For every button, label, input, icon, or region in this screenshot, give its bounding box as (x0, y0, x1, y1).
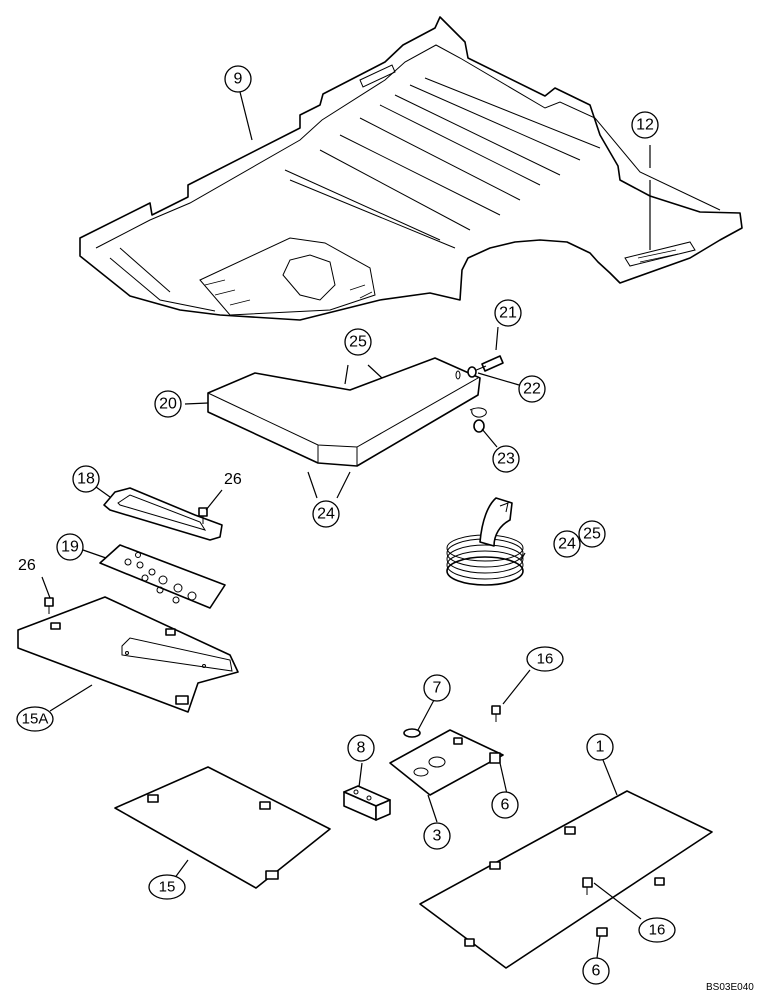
svg-text:9: 9 (234, 71, 243, 88)
callout-15a: 15A (16, 706, 54, 732)
callout-6-lower: 6 (582, 957, 610, 985)
screw-upper (198, 507, 208, 524)
svg-text:21: 21 (499, 305, 517, 322)
callout-21: 21 (494, 299, 522, 327)
callout-20: 20 (154, 390, 182, 418)
svg-text:23: 23 (497, 451, 515, 468)
floor-plate-15 (114, 766, 331, 889)
svg-text:18: 18 (77, 471, 95, 488)
cab-floor-plate (79, 16, 743, 321)
callout-18: 18 (72, 465, 100, 493)
callout-6-upper: 6 (491, 791, 519, 819)
callout-23: 23 (492, 445, 520, 473)
switch-block (343, 785, 391, 821)
svg-text:19: 19 (61, 539, 79, 556)
callout-24-console: 24 (312, 500, 340, 528)
screw-left (44, 597, 54, 614)
svg-text:15: 15 (159, 879, 176, 896)
callout-25-roll: 25 (578, 520, 606, 548)
callout-24-roll: 24 (553, 530, 581, 558)
callout-16-lower: 16 (638, 917, 676, 943)
edge-trim-roll (446, 497, 524, 586)
svg-text:7: 7 (433, 680, 442, 697)
access-cover (389, 728, 504, 796)
svg-text:6: 6 (501, 797, 510, 814)
svg-text:24: 24 (317, 506, 335, 523)
svg-text:15A: 15A (22, 711, 49, 728)
svg-text:8: 8 (357, 740, 366, 757)
callout-22: 22 (518, 375, 546, 403)
svg-text:6: 6 (592, 963, 601, 980)
label-26-left: 26 (18, 557, 36, 574)
label-26-upper: 26 (224, 471, 242, 488)
bolt-hardware (467, 355, 504, 433)
diagram-id: BS03E040 (706, 982, 754, 993)
svg-text:12: 12 (636, 117, 654, 134)
callout-7: 7 (423, 674, 451, 702)
leader-lines (41, 91, 651, 959)
callout-3: 3 (423, 822, 451, 850)
callout-1: 1 (586, 733, 614, 761)
callout-15: 15 (148, 874, 186, 900)
svg-text:22: 22 (523, 381, 541, 398)
callout-8: 8 (347, 734, 375, 762)
screw-16-upper (491, 705, 501, 722)
svg-text:25: 25 (583, 526, 601, 543)
callout-25-console: 25 (344, 328, 372, 356)
floor-plate-1 (419, 790, 713, 969)
seal-frame (103, 487, 223, 541)
svg-text:16: 16 (649, 922, 666, 939)
callout-16-upper: 16 (526, 646, 564, 672)
svg-text:25: 25 (349, 334, 367, 351)
svg-text:1: 1 (596, 739, 605, 756)
grommet-plate (99, 544, 226, 609)
svg-text:24: 24 (558, 536, 576, 553)
svg-text:16: 16 (537, 651, 554, 668)
svg-text:20: 20 (159, 396, 177, 413)
floor-plate-15a (17, 596, 239, 713)
callout-12: 12 (631, 111, 659, 139)
callout-9: 9 (224, 65, 252, 93)
callout-19: 19 (56, 533, 84, 561)
console-cover (207, 357, 487, 467)
svg-text:3: 3 (433, 828, 442, 845)
